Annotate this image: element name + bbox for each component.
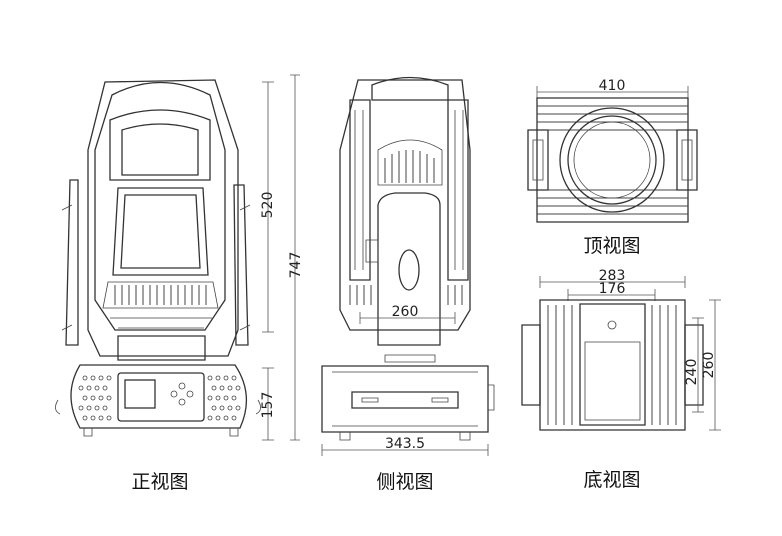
dim-front-upper-height: 520 — [260, 192, 276, 219]
front-base — [70, 364, 248, 429]
front-control-buttons — [170, 382, 194, 406]
caption-top-view: 顶视图 — [583, 235, 640, 257]
front-view: 520 747 157 正视图 — [55, 74, 304, 493]
caption-bottom-view: 底视图 — [583, 469, 640, 491]
bottom-view: 283 176 260 240 底视图 — [521, 268, 721, 491]
side-arm — [377, 192, 441, 346]
front-base-grille-left — [78, 375, 112, 421]
top-lens-outer — [559, 107, 665, 213]
side-heatsink — [377, 139, 443, 186]
front-base-grille-right — [207, 375, 241, 421]
dim-front-base-height: 157 — [260, 392, 276, 419]
front-lcd-screen — [124, 379, 156, 409]
front-fins — [102, 281, 219, 309]
caption-side-view: 侧视图 — [376, 471, 433, 493]
front-display-panel — [117, 372, 205, 422]
dim-bottom-hole-spacing-x: 176 — [599, 281, 626, 297]
caption-front-view: 正视图 — [131, 471, 188, 493]
top-view: 410 顶视图 — [527, 78, 698, 257]
dim-bottom-hole-spacing-y: 240 — [684, 359, 700, 386]
side-base — [321, 365, 489, 433]
dim-front-total-height: 747 — [288, 252, 304, 279]
dim-side-base-width: 343.5 — [385, 436, 425, 452]
side-view: 260 343.5 侧视图 — [321, 76, 495, 493]
dim-bottom-outer-depth: 260 — [701, 352, 717, 379]
dim-top-width: 410 — [599, 78, 626, 94]
dim-bottom-outer-width: 283 — [599, 268, 626, 284]
dim-side-head-width: 260 — [392, 304, 419, 320]
